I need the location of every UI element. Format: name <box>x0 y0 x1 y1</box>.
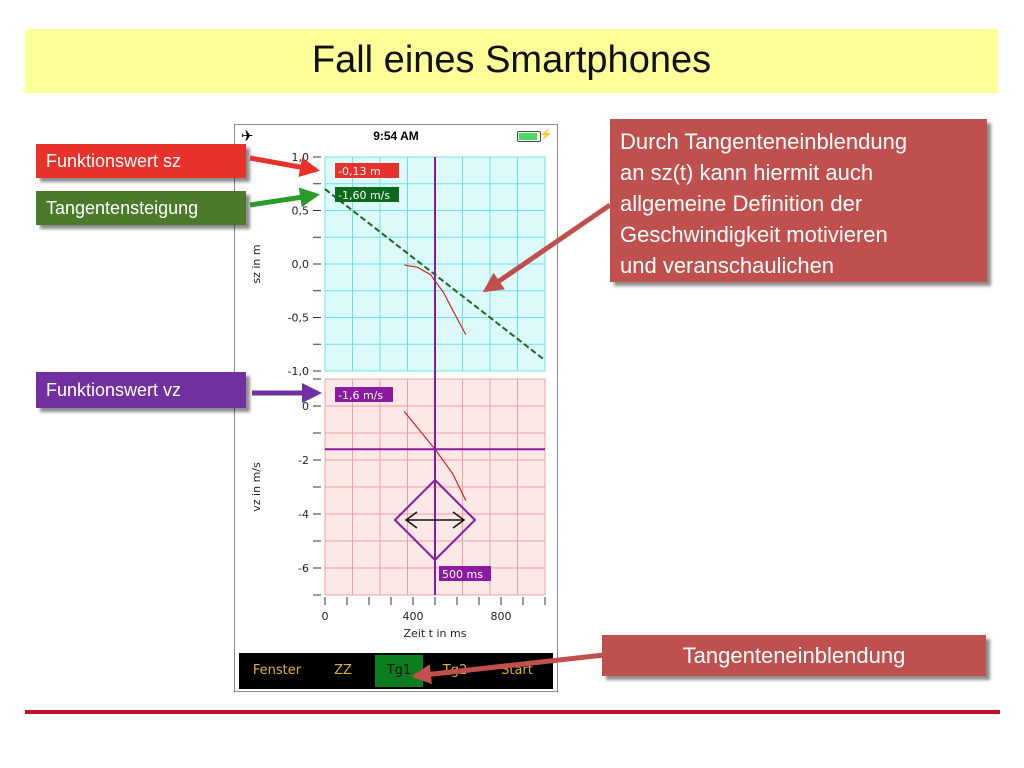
vz-value-badge: -1,6 m/s <box>338 389 383 402</box>
x-tick-label: 400 <box>403 610 424 623</box>
phone-screen: ✈ 9:54 AM ⚡ 1,0 0,5 0,0 -0,5 -1,0 sz in m 0 -… <box>234 124 558 692</box>
sz-value-badge-bg <box>335 163 399 178</box>
page-title: Fall eines Smartphones <box>311 39 712 81</box>
vz-tick-labels: 0 -2 -4 -6 <box>298 378 321 596</box>
vz-tick-label: -2 <box>298 454 309 467</box>
title-bar: Fall eines Smartphones <box>25 29 998 93</box>
sz-slope-badge: -1,60 m/s <box>338 189 390 202</box>
sz-tick-label: 1,0 <box>292 151 310 164</box>
sz-tick-label: -0,5 <box>288 312 309 325</box>
sz-axis-label: sz in m <box>250 244 263 283</box>
sz-slope-badge-bg <box>335 187 399 202</box>
vz-value-badge-bg <box>335 387 393 402</box>
sz-tick-label: 0,5 <box>292 205 310 218</box>
tg1-button[interactable]: Tg1 <box>375 655 423 687</box>
description-line: Geschwindigkeit motivieren <box>620 222 888 247</box>
status-time: 9:54 AM <box>373 129 419 143</box>
description-line: und veranschaulichen <box>620 253 835 278</box>
description-line: Durch Tangenteneinblendung <box>620 129 908 154</box>
window-badge-bg <box>439 566 491 581</box>
start-button[interactable]: Start <box>501 663 533 678</box>
arrow-left-icon <box>404 511 418 529</box>
x-tick-labels: 0 400 800 <box>322 597 546 623</box>
toolbar: Fenster ZZ Tg1 Tg2 Start <box>239 653 553 689</box>
callout-funktionswert-vz: Funktionswert vz <box>36 372 246 408</box>
callout-description: Durch Tangenteneinblendung an sz(t) kann… <box>610 119 987 282</box>
arrow-right-icon <box>452 511 466 529</box>
vz-tick-label: 0 <box>302 400 309 413</box>
plot-area[interactable]: 1,0 0,5 0,0 -0,5 -1,0 sz in m 0 -2 -4 -6 vz in … <box>235 125 557 651</box>
fenster-button[interactable]: Fenster <box>252 663 302 678</box>
window-duration-badge: 500 ms <box>442 568 483 581</box>
description-line: allgemeine Definition der <box>620 191 863 216</box>
tg2-button[interactable]: Tg2 <box>442 663 468 678</box>
x-axis-label: Zeit t in ms <box>404 627 467 640</box>
tangent-window-handle[interactable] <box>393 478 477 562</box>
charging-bolt-icon: ⚡ <box>539 129 553 141</box>
status-bar: ✈ 9:54 AM ⚡ <box>235 125 557 147</box>
airplane-icon: ✈ <box>241 128 254 145</box>
vz-axis-label: vz in m/s <box>250 462 263 512</box>
sz-series-line <box>404 264 467 335</box>
window-diamond <box>393 478 477 562</box>
description-line: an sz(t) kann hiermit auch <box>620 160 874 185</box>
sz-tick-label: 0,0 <box>292 258 310 271</box>
callout-tangenteneinblendung: Tangenteneinblendung <box>602 635 986 676</box>
callout-tangentensteigung: Tangentensteigung <box>36 191 246 225</box>
x-tick-label: 0 <box>322 610 329 623</box>
callout-funktionswert-sz: Funktionswert sz <box>36 144 246 178</box>
sz-tick-labels: 1,0 0,5 0,0 -0,5 -1,0 <box>288 151 321 378</box>
battery-icon <box>517 131 541 142</box>
vz-tick-label: -6 <box>298 562 309 575</box>
sz-tick-label: -1,0 <box>288 365 309 378</box>
vz-tick-label: -4 <box>298 508 309 521</box>
sz-value-badge: -0,13 m <box>338 165 381 178</box>
x-tick-label: 800 <box>491 610 512 623</box>
bottom-rule <box>25 710 1000 714</box>
zz-button[interactable]: ZZ <box>334 663 352 678</box>
